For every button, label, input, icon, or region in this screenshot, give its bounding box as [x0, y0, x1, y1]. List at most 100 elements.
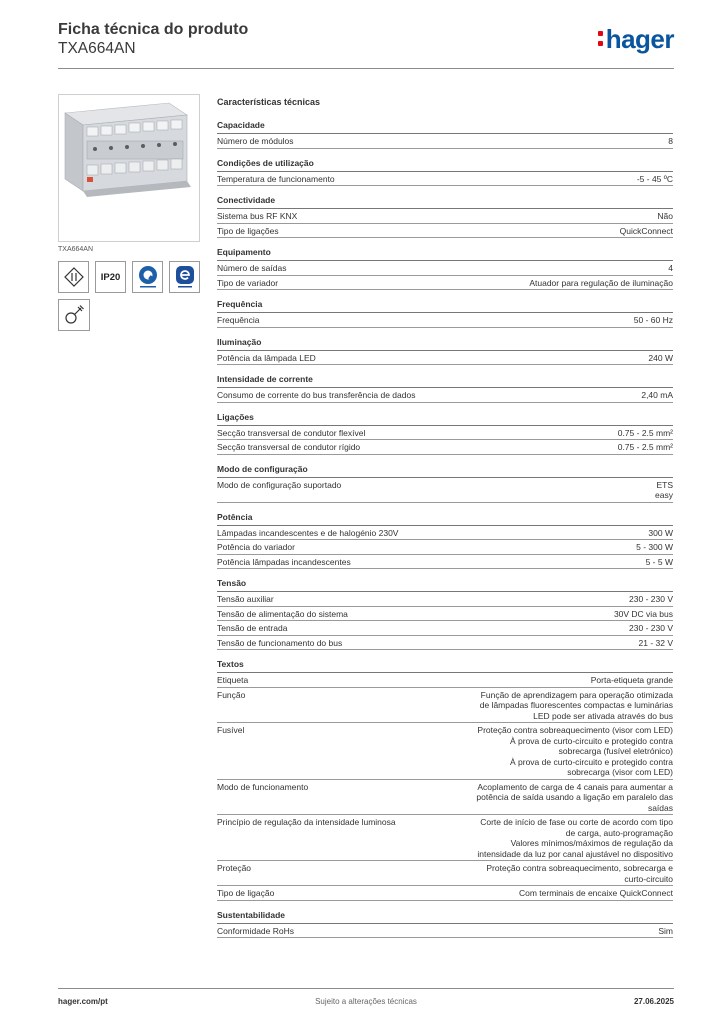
din-rail-icon	[63, 267, 84, 287]
section-title: Ligações	[217, 412, 673, 426]
spec-value-line: ETS	[656, 479, 673, 490]
spec-label: Modo de funcionamento	[217, 781, 309, 792]
section-title: Modo de configuração	[217, 464, 673, 478]
spec-row: Função Função de aprendizagem para operaç…	[217, 688, 673, 723]
spec-label: Tensão de funcionamento do bus	[217, 637, 343, 648]
spec-row: Fusível Proteção contra sobreaquecimento …	[217, 723, 673, 780]
spec-label: Tensão auxiliar	[217, 594, 274, 604]
spec-label: Proteção	[217, 863, 252, 873]
spec-value: 30V DC via bus	[613, 608, 673, 619]
spec-value: 5 - 5 W	[645, 556, 673, 567]
spec-row: Tipo de ligações QuickConnect	[217, 224, 673, 238]
spec-value-line: intensidade da luz por canal ajustável n…	[477, 848, 673, 859]
product-code: TXA664AN	[58, 40, 136, 57]
spec-label: Frequência	[217, 315, 260, 325]
spec-value: 50 - 60 Hz	[633, 315, 673, 325]
section-title: Capacidade	[217, 120, 673, 134]
spec-label: Lâmpadas incandescentes e de halogénio 2…	[217, 527, 399, 538]
spec-label: Potência do variador	[217, 542, 295, 552]
spec-row: Consumo de corrente do bus transferência…	[217, 388, 673, 403]
actuator-device-icon	[64, 102, 191, 197]
spec-value-line: curto-circuito	[624, 873, 673, 884]
spec-label: Sistema bus RF KNX	[217, 211, 298, 221]
logo-text: hager	[605, 24, 675, 54]
footer-website[interactable]: hager.com/pt	[58, 997, 108, 1006]
certification-badges: IP20	[58, 261, 200, 293]
spec-value: 21 - 32 V	[638, 637, 674, 648]
spec-value-line: de carga, auto-programação	[565, 827, 673, 838]
spec-value: Atuador para regulação de iluminação	[529, 277, 673, 288]
spec-value-line: Função de aprendizagem para operação oti…	[480, 689, 673, 700]
spec-row: Tensão de funcionamento do bus 21 - 32 V	[217, 636, 674, 650]
section-title: Sustentabilidade	[217, 910, 673, 924]
spec-row: Frequência 50 - 60 Hz	[217, 313, 673, 328]
page-title: Ficha técnica do produto	[58, 21, 249, 38]
section-title: Equipamento	[217, 247, 673, 261]
section-title: Conectividade	[217, 195, 673, 209]
footer-divider	[58, 988, 674, 989]
logo-dots-icon	[597, 31, 604, 47]
spec-value: QuickConnect	[619, 225, 673, 236]
spec-value-line: sobrecarga (fusível eletrónico)	[558, 746, 673, 756]
spec-value-line: À prova de curto-circuito e protegido co…	[509, 735, 673, 746]
section-title: Frequência	[217, 299, 673, 313]
hager-logo: hager	[597, 24, 675, 55]
quickconnect-badge	[132, 261, 163, 293]
spec-value: 0.75 - 2.5 mm²	[617, 427, 673, 438]
spec-row: Etiqueta Porta-etiqueta grande	[217, 673, 673, 688]
spec-value: 300 W	[648, 527, 673, 538]
spec-value: Com terminais de encaixe QuickConnect	[518, 888, 673, 898]
ce-plug-badge	[58, 299, 90, 331]
spec-value: 240 W	[648, 352, 673, 363]
spec-label: Número de saídas	[217, 263, 287, 273]
spec-label: Princípio de regulação da intensidade lu…	[217, 817, 396, 827]
header-divider	[58, 68, 674, 69]
spec-label: Tipo de ligações	[217, 225, 279, 236]
spec-label: Fusível	[217, 725, 245, 735]
spec-row: Princípio de regulação da intensidade lu…	[217, 815, 673, 861]
spec-label: Etiqueta	[217, 675, 249, 685]
ip20-badge: IP20	[95, 261, 126, 293]
spec-label: Tipo de ligação	[217, 888, 275, 898]
specs-heading: Características técnicas	[217, 97, 321, 107]
section-title: Tensão	[217, 578, 673, 592]
spec-row: Tipo de variador Atuador para regulação d…	[217, 276, 673, 290]
product-sidebar: TXA664AN IP20	[58, 94, 200, 331]
spec-value-line: easy	[655, 490, 673, 500]
spec-label: Função	[217, 689, 246, 700]
ce-plug-icon	[65, 305, 84, 324]
section-title: Intensidade de corrente	[217, 374, 673, 388]
spec-value: Porta-etiqueta grande	[590, 675, 673, 685]
spec-value-line: potência de saída usando a ligação em pa…	[476, 792, 673, 802]
spec-row: Tensão de entrada 230 - 230 V	[217, 621, 673, 636]
din-rail-badge	[58, 261, 89, 293]
spec-value: Proteção contra sobreaquecimento (visor …	[443, 725, 673, 778]
spec-label: Tipo de variador	[217, 277, 279, 288]
section-title: Iluminação	[217, 337, 673, 351]
spec-label: Potência lâmpadas incandescentes	[217, 556, 351, 567]
footer-notice: Sujeito a alterações técnicas	[315, 997, 417, 1006]
spec-value: 230 - 230 V	[629, 623, 673, 633]
spec-label: Tensão de entrada	[217, 623, 288, 633]
